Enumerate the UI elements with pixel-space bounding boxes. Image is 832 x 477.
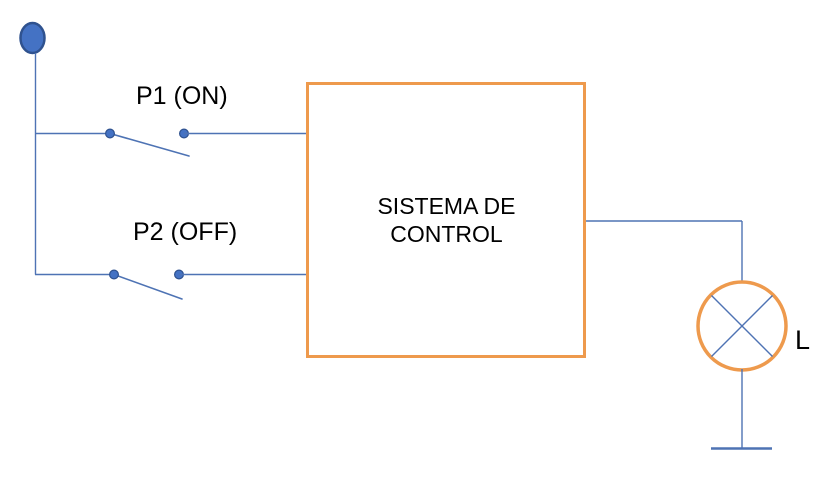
switch-p2-lever <box>113 273 183 300</box>
switch-p2-label: P2 (OFF) <box>133 218 238 246</box>
switch-p1-label: P1 (ON) <box>136 82 228 110</box>
switch-p1-lever <box>109 132 190 157</box>
control-box-label: SISTEMA DE CONTROL <box>377 192 516 247</box>
switch-p1-contact-left <box>104 128 115 139</box>
lamp-cross-line-2 <box>711 295 773 357</box>
lamp-label: L <box>795 325 811 355</box>
control-box <box>306 82 586 358</box>
control-box-label-container: SISTEMA DE CONTROL <box>306 82 587 357</box>
power-node-icon <box>19 21 46 55</box>
switch-p2-contact-left <box>108 269 119 280</box>
